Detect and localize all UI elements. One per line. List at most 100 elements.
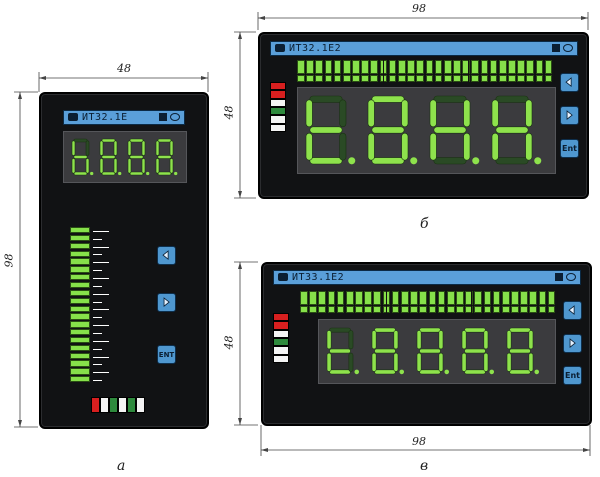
bargraph-segment bbox=[70, 234, 90, 242]
device-c-bargraph bbox=[300, 291, 558, 313]
segment bbox=[374, 348, 396, 354]
segment bbox=[71, 158, 76, 174]
enter-button[interactable]: ENT bbox=[157, 345, 176, 364]
left-arrow-button[interactable] bbox=[563, 301, 582, 320]
scale-tick bbox=[93, 293, 109, 295]
bargraph-segment bbox=[345, 306, 354, 313]
bargraph-segment bbox=[416, 75, 424, 82]
bargraph-segment bbox=[517, 60, 525, 74]
decimal-point bbox=[444, 369, 450, 375]
right-arrow-button[interactable] bbox=[563, 334, 582, 353]
bargraph-segment bbox=[361, 75, 369, 82]
enter-button[interactable]: Ent bbox=[560, 139, 579, 158]
bargraph-divider bbox=[468, 60, 470, 82]
segment bbox=[129, 155, 144, 159]
caption-c: в bbox=[420, 458, 429, 474]
device-badge-icon bbox=[563, 44, 573, 52]
bargraph-segment bbox=[437, 306, 446, 313]
bargraph-segment bbox=[416, 60, 424, 74]
bargraph-segment bbox=[70, 258, 90, 265]
status-stripe bbox=[273, 354, 289, 363]
segment bbox=[461, 352, 467, 372]
decimal-point bbox=[146, 171, 150, 176]
segment bbox=[509, 348, 531, 354]
bargraph-segment bbox=[324, 75, 333, 82]
scale-tick bbox=[93, 364, 102, 366]
right-arrow-icon bbox=[164, 297, 171, 308]
segment bbox=[367, 99, 375, 128]
bargraph-segment bbox=[345, 291, 354, 305]
segment bbox=[419, 327, 441, 333]
segment bbox=[113, 140, 118, 156]
bargraph-segment bbox=[70, 281, 90, 289]
segment bbox=[73, 155, 88, 159]
scale-tick bbox=[93, 325, 109, 327]
bargraph-segment bbox=[520, 306, 528, 313]
bargraph-segment bbox=[309, 291, 317, 305]
bargraph-segment bbox=[333, 60, 342, 74]
bargraph-segment bbox=[407, 75, 415, 82]
dim-c-height: 48 bbox=[222, 335, 236, 350]
device-logo-icon bbox=[278, 273, 288, 281]
bargraph-segment bbox=[544, 75, 553, 82]
dim-a-width: 48 bbox=[117, 62, 131, 75]
bargraph-divider bbox=[554, 60, 555, 82]
segment bbox=[461, 330, 467, 350]
segment bbox=[85, 158, 90, 174]
bargraph-segment bbox=[297, 60, 305, 74]
segment bbox=[483, 330, 489, 350]
right-arrow-button[interactable] bbox=[560, 106, 579, 125]
left-arrow-button[interactable] bbox=[560, 73, 579, 92]
bargraph-segment bbox=[370, 60, 379, 74]
right-arrow-button[interactable] bbox=[157, 293, 176, 312]
segment bbox=[464, 348, 486, 354]
segment bbox=[491, 99, 499, 128]
segment bbox=[374, 369, 396, 375]
bargraph-segment bbox=[443, 60, 452, 74]
bargraph-segment bbox=[456, 306, 464, 313]
decimal-point bbox=[534, 157, 542, 165]
bargraph-segment bbox=[446, 291, 455, 305]
bargraph-divider bbox=[385, 291, 387, 313]
status-stripe bbox=[270, 123, 286, 132]
bargraph-divider bbox=[557, 291, 558, 313]
left-arrow-icon bbox=[162, 250, 169, 261]
left-arrow-icon bbox=[565, 77, 572, 88]
device-logo-icon bbox=[275, 44, 285, 52]
segment bbox=[438, 330, 444, 350]
bargraph-segment bbox=[511, 306, 519, 313]
segment bbox=[155, 158, 160, 174]
scale-tick bbox=[93, 254, 102, 256]
segment bbox=[509, 327, 531, 333]
status-stripe bbox=[273, 338, 289, 347]
segment bbox=[433, 157, 467, 165]
bargraph-segment bbox=[70, 289, 90, 297]
dim-a-height: 98 bbox=[2, 253, 16, 268]
enter-button[interactable]: Ent bbox=[563, 366, 582, 385]
segment bbox=[464, 327, 486, 333]
segment bbox=[401, 99, 409, 128]
bargraph-segment bbox=[388, 60, 397, 74]
device-badge-icon bbox=[566, 273, 576, 281]
bargraph-segment bbox=[355, 306, 363, 313]
left-arrow-button[interactable] bbox=[157, 246, 176, 265]
segment bbox=[367, 132, 375, 161]
segment bbox=[429, 132, 437, 161]
status-stripe bbox=[273, 313, 289, 322]
bargraph-segment bbox=[489, 75, 498, 82]
segment bbox=[464, 369, 486, 375]
bargraph-segment bbox=[333, 75, 342, 82]
device-mark-icon bbox=[159, 113, 167, 121]
device-c-horizontal: ИТ33.1Е2 Ent bbox=[261, 262, 592, 426]
segment bbox=[309, 95, 343, 103]
scale-tick bbox=[93, 309, 109, 311]
segment bbox=[141, 140, 146, 156]
bargraph-segment bbox=[465, 291, 473, 305]
bargraph-segment bbox=[327, 306, 336, 313]
bargraph-segment bbox=[547, 291, 556, 305]
device-a-bargraph-scale bbox=[93, 227, 111, 384]
scale-tick bbox=[93, 278, 109, 280]
status-stripe bbox=[270, 82, 286, 91]
bargraph-segment bbox=[492, 291, 501, 305]
